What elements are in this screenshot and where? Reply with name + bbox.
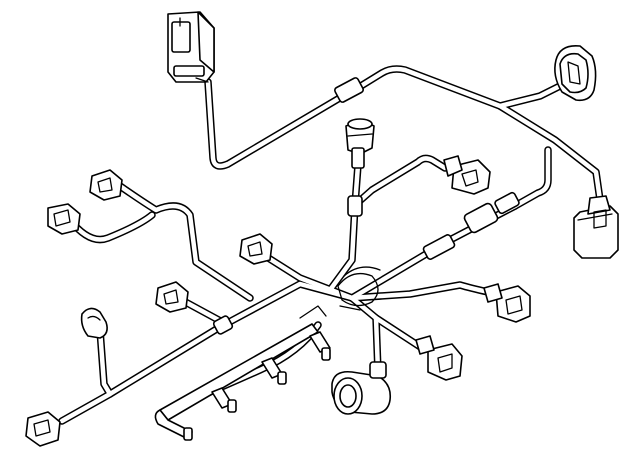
bottom-left-plug-icon xyxy=(25,411,61,447)
main-sleeve-clip-2 xyxy=(494,191,520,215)
harness-sleeves xyxy=(212,77,520,335)
mid-left-plug-icon xyxy=(155,281,189,313)
center-junction xyxy=(337,272,379,307)
center-plug-icon xyxy=(239,233,273,265)
top-right-round-connector-icon xyxy=(554,44,597,102)
sensor-connector-icon xyxy=(345,118,375,169)
left-upper-branch xyxy=(116,182,254,302)
right-plug-upper-icon xyxy=(443,155,491,195)
right-plug-lower-icon xyxy=(415,335,463,381)
injector-rail-icon xyxy=(154,305,331,441)
ring-terminal-icon xyxy=(331,361,392,415)
upper-sleeve-clip xyxy=(334,77,364,103)
elbow-boot-icon xyxy=(80,307,108,339)
main-trunk-sleeve xyxy=(422,234,456,260)
main-sleeve-clip xyxy=(463,202,499,234)
right-upper-branch xyxy=(351,154,449,209)
harness-wires xyxy=(58,65,604,425)
left-plug-2-icon xyxy=(47,203,81,235)
left-joint-clip xyxy=(212,315,234,335)
upper-branch xyxy=(204,65,604,204)
sensor-sleeve xyxy=(347,195,363,217)
top-multipin-connector-icon xyxy=(167,11,215,83)
right-plug-middle-icon xyxy=(483,283,531,323)
right-socket-connector-icon xyxy=(573,195,619,259)
left-plug-1-icon xyxy=(89,169,123,201)
connectors xyxy=(25,11,619,447)
